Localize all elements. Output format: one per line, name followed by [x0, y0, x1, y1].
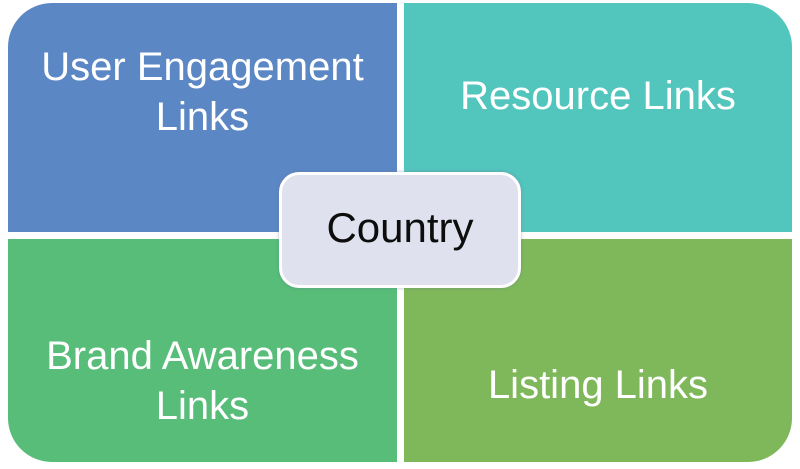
quadrant-label-brand-awareness-links: Brand Awareness Links: [46, 333, 359, 428]
quadrant-brand-awareness-links: Brand Awareness Links: [8, 239, 397, 462]
quadrant-label-user-engagement-links: User Engagement Links: [41, 44, 364, 139]
quadrant-label-resource-links: Resource Links: [460, 73, 736, 118]
quadrant-label-listing-links: Listing Links: [487, 362, 709, 407]
quadrant-user-engagement-links: User Engagement Links: [8, 3, 397, 232]
center-node-label: Country: [326, 204, 474, 251]
center-node-country: Country: [279, 172, 521, 288]
